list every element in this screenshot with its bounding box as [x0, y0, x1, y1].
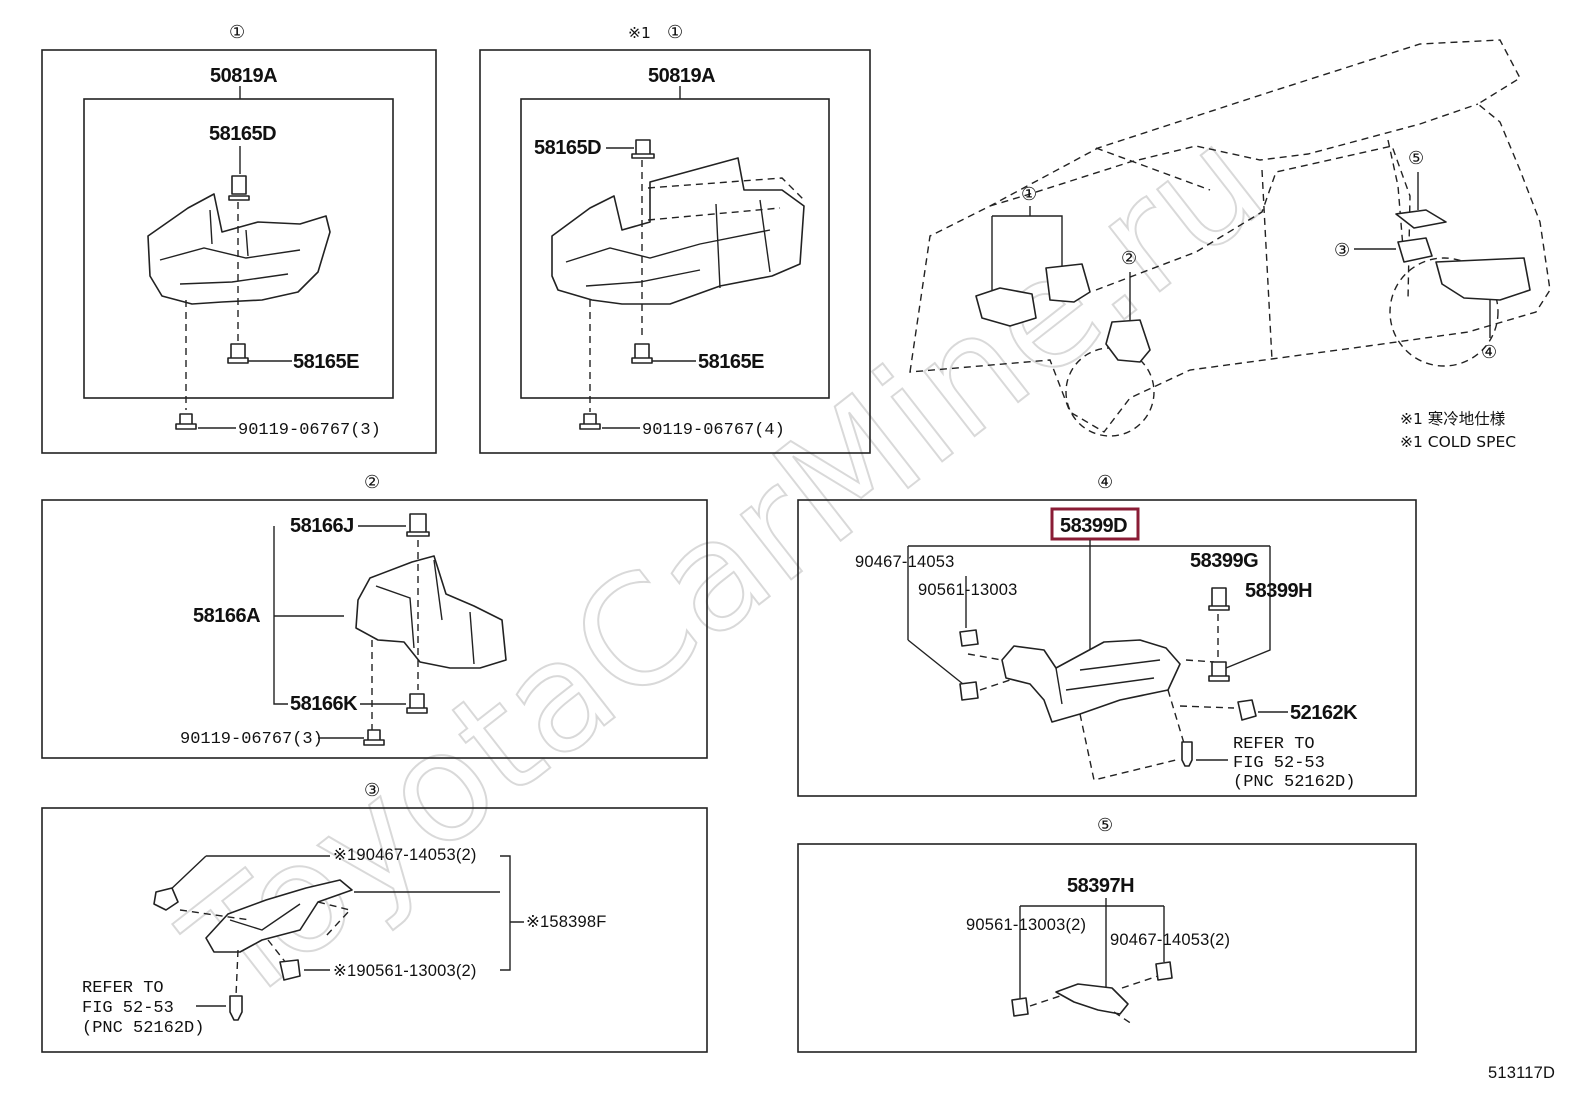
p1b-main-label: 50819A [648, 65, 715, 87]
undercover-part [355, 555, 507, 669]
vehicle-part-4 [1435, 257, 1531, 301]
panel-1b-inner-frame [520, 98, 830, 399]
callout-1b-mark: ※1 [628, 24, 651, 42]
p5-nut-left-label: 90561-13003(2) [966, 916, 1086, 934]
p3-refer-3: (PNC 52162D) [82, 1019, 204, 1038]
panel-1-inner-frame [83, 98, 394, 399]
p1-top-pin-label: 58165D [209, 123, 276, 145]
undercover-part [147, 193, 331, 305]
p2-bolt-label: 90119-06767(3) [180, 730, 323, 749]
callout-1b: ① [667, 22, 683, 43]
note-en: ※1 COLD SPEC [1400, 433, 1516, 451]
panel-4: ④ 58399D 90467-14053 58399G 90561-13003 … [797, 472, 1417, 797]
clip-icon [229, 995, 243, 1021]
clip-icon [1181, 741, 1193, 767]
p2-bottom-pin-label: 58166K [290, 693, 358, 715]
nut-icon [959, 681, 979, 701]
p1-bolt-label: 90119-06767(3) [238, 421, 381, 440]
nut-icon [1011, 997, 1029, 1017]
vehicle-part-2 [1105, 319, 1151, 363]
panel-1-frame [41, 49, 437, 454]
pin-icon [1208, 587, 1230, 611]
p4-nut2-label: 90561-13003 [918, 581, 1017, 599]
vehicle-part-1-right [1045, 263, 1091, 303]
p1-main-label: 50819A [210, 65, 277, 87]
undercover-part [205, 879, 353, 953]
bracket-part [1055, 983, 1129, 1015]
panel-1b: ※1 ① 50819A 58165D 58165E 90119-06767(4) [479, 22, 871, 454]
undercover-part [1001, 639, 1181, 723]
note-jp: ※1 寒冷地仕様 [1400, 409, 1506, 428]
car-callout-3: ③ [1334, 240, 1350, 261]
nut-icon [153, 887, 179, 911]
callout-5: ⑤ [1097, 815, 1113, 836]
car-callout-5: ⑤ [1408, 148, 1424, 169]
bolt-icon [175, 413, 197, 430]
callout-1: ① [229, 22, 245, 43]
car-callout-2: ② [1121, 248, 1137, 269]
nut-icon [1155, 961, 1173, 981]
undercover-part [551, 157, 805, 305]
p1b-top-pin-label: 58165D [534, 137, 601, 159]
p3-nut-label: ※190467-14053(2) [333, 846, 477, 864]
p4-main-label: 58399D [1060, 515, 1127, 537]
pin-icon [406, 513, 430, 537]
p3-refer-1: REFER TO [82, 979, 164, 998]
panel-3: ③ ※190467-14053(2) ※158398F ※190561-1300… [41, 780, 708, 1053]
pin-icon [228, 175, 250, 201]
panel-3-frame [41, 807, 708, 1053]
p1-bottom-pin-label: 58165E [293, 351, 359, 373]
panel-5: ⑤ 58397H 90561-13003(2) 90467-14053(2) [797, 815, 1417, 1053]
p4-pin-g-label: 58399G [1190, 550, 1258, 572]
washer-icon [959, 629, 979, 647]
clip-icon [1237, 699, 1257, 721]
pin-icon [631, 139, 655, 159]
p5-nut-right-label: 90467-14053(2) [1110, 931, 1230, 949]
p4-pin-h-label: 58399H [1245, 580, 1312, 602]
panel-2-frame [41, 499, 708, 759]
rear-wheel [1389, 257, 1499, 367]
vehicle-part-3 [1397, 237, 1433, 263]
p3-refer-2: FIG 52-53 [82, 999, 174, 1018]
callout-3: ③ [364, 780, 380, 801]
p3-nut2-label: ※190561-13003(2) [333, 962, 477, 980]
p3-main-label: ※158398F [526, 913, 607, 931]
diagram-id: 513117D [1488, 1064, 1555, 1082]
vehicle-part-5 [1395, 209, 1447, 229]
p4-nut-label: 90467-14053 [855, 553, 954, 571]
panel-1b-frame [479, 49, 871, 454]
vehicle-part-1-left [975, 287, 1037, 327]
p4-refer-3: (PNC 52162D) [1233, 773, 1355, 792]
callout-4: ④ [1097, 472, 1113, 493]
p1b-bottom-pin-label: 58165E [698, 351, 764, 373]
panel-1: ① 50819A 58165D 58165E 90119-06767(3) [41, 22, 437, 454]
p4-refer-1: REFER TO [1233, 735, 1315, 754]
p2-top-pin-label: 58166J [290, 515, 354, 537]
p5-main-label: 58397H [1067, 875, 1134, 897]
highlighted-part-box [1050, 507, 1140, 541]
p4-clip-label: 52162K [1290, 702, 1358, 724]
p2-main-label: 58166A [193, 605, 260, 627]
callout-2: ② [364, 472, 380, 493]
vehicle-overview: ① ② ③ ⑤ ④ ※1 寒冷地仕様 ※1 COLD SPEC [909, 39, 1551, 451]
panel-4-frame [797, 499, 1417, 797]
pin-icon [406, 693, 428, 714]
pin-icon [227, 343, 249, 364]
panel-2: ② 58166J 58166A 58166K 90119-06767(3) [41, 472, 708, 759]
nut-icon [279, 959, 301, 981]
bolt-icon [579, 413, 601, 430]
pin-icon [1208, 661, 1230, 682]
p4-refer-2: FIG 52-53 [1233, 754, 1325, 773]
panel-5-frame [797, 843, 1417, 1053]
car-callout-1: ① [1021, 184, 1037, 205]
p1b-bolt-label: 90119-06767(4) [642, 421, 785, 440]
car-callout-4: ④ [1481, 342, 1497, 363]
bolt-icon [363, 729, 385, 746]
pin-icon [631, 343, 653, 364]
